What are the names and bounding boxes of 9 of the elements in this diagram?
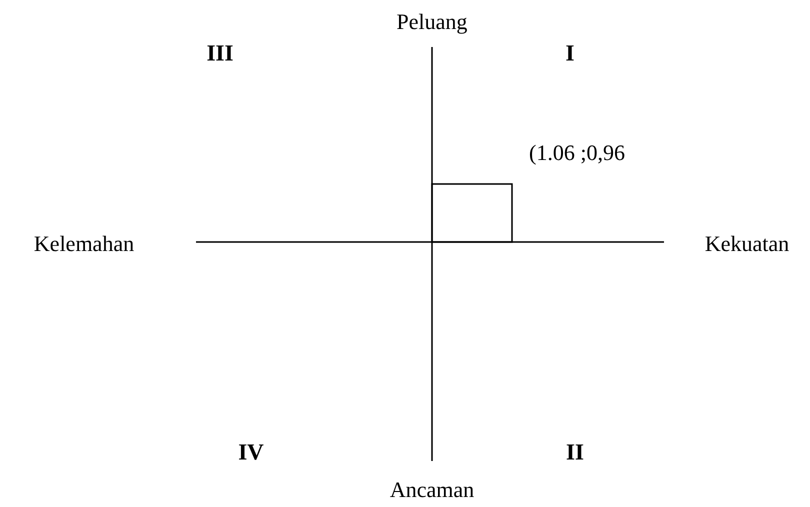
quadrant-number: II: [566, 439, 584, 465]
axis-label: Peluang: [396, 10, 468, 34]
axis-label: Kelemahan: [34, 232, 134, 256]
axis-label: Ancaman: [390, 478, 474, 502]
axis-label: Kekuatan: [704, 232, 790, 256]
point-coordinate: (1.06 ;0,96: [529, 140, 625, 166]
quadrant-number: I: [566, 40, 574, 66]
quadrant-number: III: [206, 40, 234, 66]
quadrant-number: IV: [238, 439, 264, 465]
